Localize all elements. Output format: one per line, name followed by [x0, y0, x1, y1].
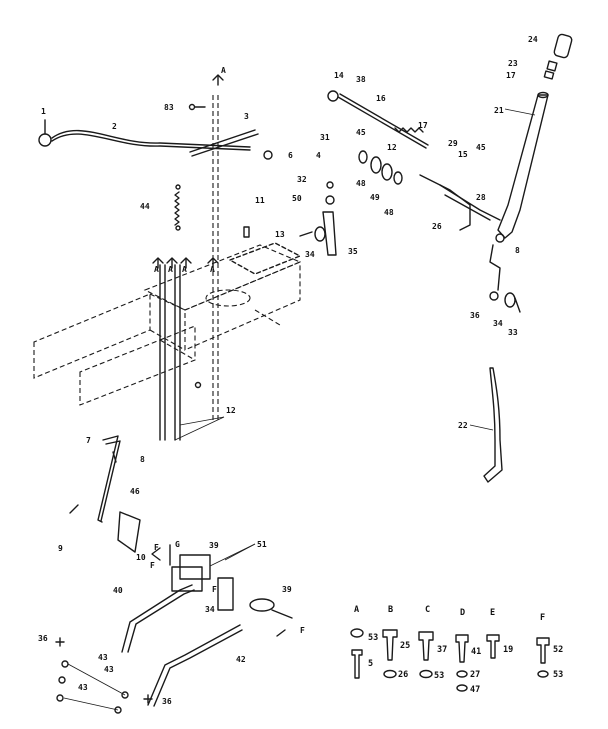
label-39-b: 39: [282, 585, 292, 594]
part-number-labels: 1 2 83 3 6 44 11 13 12 7 8 46 9 10 F G F…: [38, 35, 538, 706]
label-26: 26: [432, 222, 442, 231]
kit-col-A: A: [354, 605, 359, 615]
label-33: 33: [508, 328, 518, 337]
label-F-a: F: [154, 543, 159, 552]
label-G: G: [175, 540, 180, 549]
label-38: 38: [356, 75, 366, 84]
center-linkage: [299, 90, 501, 256]
label-31: 31: [320, 133, 330, 142]
kit-col-F: F: [540, 613, 545, 623]
label-45-b: 45: [476, 143, 486, 152]
label-22: 22: [458, 421, 468, 430]
label-45: 45: [356, 128, 366, 137]
kit-num-37: 37: [437, 645, 447, 655]
kit-col-C: C: [425, 605, 430, 615]
label-4: 4: [316, 151, 321, 160]
label-44: 44: [140, 202, 150, 211]
kit-num-25: 25: [400, 641, 410, 651]
kit-num-27: 27: [470, 670, 480, 680]
label-35: 35: [348, 247, 358, 256]
lift-linkage-assembly: [55, 435, 293, 714]
label-46: 46: [130, 487, 140, 496]
label-43-b: 43: [104, 665, 114, 674]
label-39-a: 39: [209, 541, 219, 550]
label-34-c: 34: [493, 319, 503, 328]
label-23: 23: [508, 59, 518, 68]
kit-col-D: D: [460, 608, 465, 618]
bracket-label-A3: A: [168, 265, 173, 274]
control-lever: [483, 33, 573, 483]
chassis-frame: [33, 242, 302, 406]
label-48-b: 48: [384, 208, 394, 217]
label-17-b: 17: [506, 71, 516, 80]
label-6: 6: [288, 151, 293, 160]
kit-num-53-c: 53: [553, 670, 563, 680]
kit-num-52: 52: [553, 645, 563, 655]
label-14: 14: [334, 71, 344, 80]
label-21: 21: [494, 106, 504, 115]
label-43-c: 43: [78, 683, 88, 692]
label-12-b: 12: [387, 143, 397, 152]
label-13: 13: [275, 230, 285, 239]
kit-num-26: 26: [398, 670, 408, 680]
label-15: 15: [458, 150, 468, 159]
label-42: 42: [236, 655, 246, 664]
label-28: 28: [476, 193, 486, 202]
label-8-left: 8: [140, 455, 145, 464]
kit-num-19: 19: [503, 645, 513, 655]
label-48-a: 48: [356, 179, 366, 188]
label-50: 50: [292, 194, 302, 203]
label-7: 7: [86, 436, 91, 445]
label-3: 3: [244, 112, 249, 121]
label-1: 1: [41, 107, 46, 116]
label-11: 11: [255, 196, 265, 205]
label-34-b: 34: [305, 250, 315, 259]
kit-num-53-b: 53: [434, 671, 444, 681]
label-24: 24: [528, 35, 538, 44]
label-36-c: 36: [470, 311, 480, 320]
hardware-kit: A B C D E F 53 5 25 26 37 53 41 27 47 19…: [350, 605, 563, 695]
kit-num-53-a: 53: [368, 633, 378, 643]
label-F-b: F: [150, 561, 155, 570]
bracket-label-A2: A: [154, 265, 159, 274]
label-51: 51: [257, 540, 267, 549]
leader-lines: [174, 108, 536, 567]
label-40: 40: [113, 586, 123, 595]
bracket-label-A5: A: [210, 265, 215, 274]
label-36-b: 36: [162, 697, 172, 706]
bracket-label-A4: A: [182, 265, 187, 274]
label-2: 2: [112, 122, 117, 131]
label-29: 29: [448, 139, 458, 148]
kit-col-B: B: [388, 605, 393, 615]
label-10: 10: [136, 553, 146, 562]
label-32: 32: [297, 175, 307, 184]
label-F-c: F: [300, 626, 305, 635]
control-rod-assembly: [38, 74, 273, 441]
bracket-label-A1: A: [221, 66, 226, 75]
label-34-small: 34: [205, 605, 215, 614]
kit-num-5: 5: [368, 659, 373, 669]
label-8-right: 8: [515, 246, 520, 255]
kit-col-E: E: [490, 608, 495, 618]
kit-num-41: 41: [471, 647, 481, 657]
label-36-a: 36: [38, 634, 48, 643]
label-49: 49: [370, 193, 380, 202]
label-9: 9: [58, 544, 63, 553]
label-F-d: F: [212, 585, 217, 594]
label-12: 12: [226, 406, 236, 415]
label-16: 16: [376, 94, 386, 103]
label-83: 83: [164, 103, 174, 112]
kit-num-47: 47: [470, 685, 480, 695]
label-43-a: 43: [98, 653, 108, 662]
label-17-a: 17: [418, 121, 428, 130]
